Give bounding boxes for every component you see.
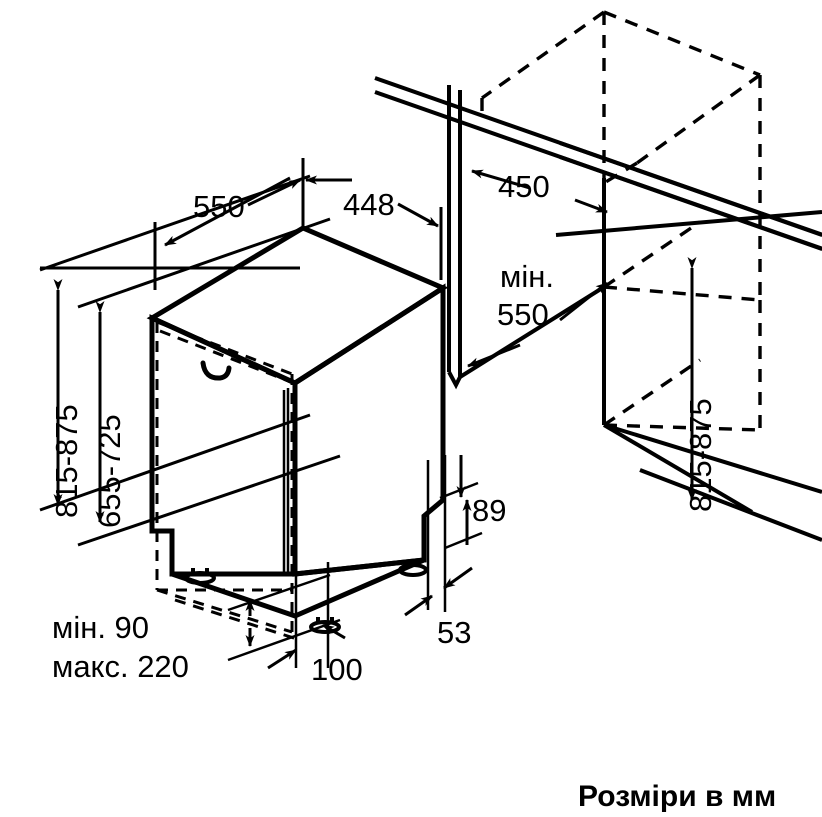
worktop-right-slab: [555, 210, 822, 237]
extension-line-53: [426, 455, 447, 612]
dimension-label-niche-min-depth-line2: 550: [497, 297, 549, 332]
appliance-top-face: [146, 225, 449, 386]
dimension-label-89: 89: [472, 493, 507, 528]
cabinet-side-panel: [447, 85, 462, 390]
drawing-geometry: [39, 10, 822, 670]
dim-arrow-89: [456, 455, 472, 545]
appliance-door-seam: [282, 388, 290, 576]
dimension-label-height-inner-left: 655-725: [92, 414, 127, 528]
dimension-label-448: 448: [343, 187, 395, 222]
units-caption: Розміри в мм: [578, 780, 777, 813]
dimension-label-53: 53: [437, 615, 472, 650]
niche-hidden-outline: [480, 10, 762, 432]
dim-arrow-550: [164, 176, 291, 247]
dimension-label-plinth-max: макс. 220: [52, 649, 189, 684]
dim-arrow-min550: [467, 281, 608, 368]
appliance-foot-right: [398, 560, 428, 577]
appliance-side-face: [292, 283, 446, 577]
dimension-label-100: 100: [311, 652, 363, 687]
appliance-door-handle-icon: [200, 360, 232, 381]
dim-arrow-448-b: [397, 202, 439, 228]
dim-arrow-550-b: [247, 178, 301, 207]
dimension-label-550: 550: [193, 189, 245, 224]
appliance-base-hidden: [156, 588, 301, 642]
dimension-label-plinth-min: мін. 90: [52, 610, 150, 645]
appliance-door-hidden-outline: [155, 320, 294, 592]
dim-arrow-plinth-pointer: [267, 648, 297, 670]
dim-arrow-100: [322, 623, 346, 640]
floor-line-right: [603, 423, 822, 542]
dimension-label-height-right: 815-875: [683, 398, 718, 512]
appliance-plinth: [169, 516, 427, 619]
appliance-foot-rear-left: [184, 568, 216, 585]
extension-line-plinth-range: [227, 573, 341, 662]
dimension-label-height-outer-left: 815-875: [49, 404, 84, 518]
extension-line-89: [439, 481, 483, 550]
dimension-label-450: 450: [498, 169, 550, 204]
dimension-label-niche-min-depth-line1: мін.: [500, 259, 554, 294]
niche-right-side: [602, 287, 754, 514]
dim-arrow-450: [471, 169, 608, 214]
